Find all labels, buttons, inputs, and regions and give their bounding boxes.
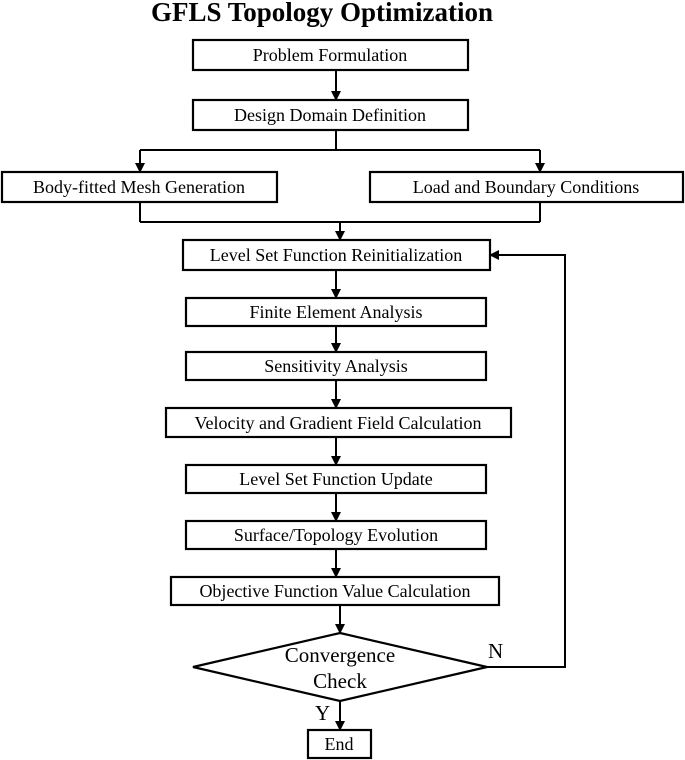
step-end: End [306,728,373,760]
step-label: Design Domain Definition [234,105,426,125]
split-connector [135,130,545,173]
branch-label-yes: Y [315,701,330,725]
step-level-set-reinitialization: Level Set Function Reinitialization [181,238,492,272]
step-finite-element-analysis: Finite Element Analysis [184,296,488,328]
step-label: End [325,734,354,754]
diagram-title: GFLS Topology Optimization [151,0,493,27]
step-surface-topology-evolution: Surface/Topology Evolution [184,519,488,551]
step-level-set-update: Level Set Function Update [184,463,488,495]
step-label: Velocity and Gradient Field Calculation [195,413,482,433]
step-label: Sensitivity Analysis [264,356,408,376]
step-problem-formulation: Problem Formulation [191,38,470,72]
decision-label-line2: Check [313,669,367,693]
step-label: Load and Boundary Conditions [413,177,639,197]
step-load-and-boundary-conditions: Load and Boundary Conditions [368,170,685,204]
decision-label-line1: Convergence [285,643,395,667]
branch-label-no: N [488,639,503,663]
step-design-domain-definition: Design Domain Definition [191,98,470,132]
decision-convergence-check: Convergence Check [192,631,488,703]
feedback-loop-arrow [487,250,566,668]
step-label: Surface/Topology Evolution [234,525,438,545]
step-sensitivity-analysis: Sensitivity Analysis [184,350,488,382]
step-label: Body-fitted Mesh Generation [33,177,245,197]
step-label: Level Set Function Reinitialization [210,245,462,265]
step-velocity-gradient-field-calculation: Velocity and Gradient Field Calculation [164,406,513,439]
step-label: Level Set Function Update [239,469,432,489]
step-body-fitted-mesh-generation: Body-fitted Mesh Generation [0,170,279,204]
step-objective-function-calculation: Objective Function Value Calculation [169,575,501,607]
merge-connector [139,202,541,241]
step-label: Problem Formulation [253,45,408,65]
step-label: Finite Element Analysis [250,302,423,322]
step-label: Objective Function Value Calculation [199,581,470,601]
